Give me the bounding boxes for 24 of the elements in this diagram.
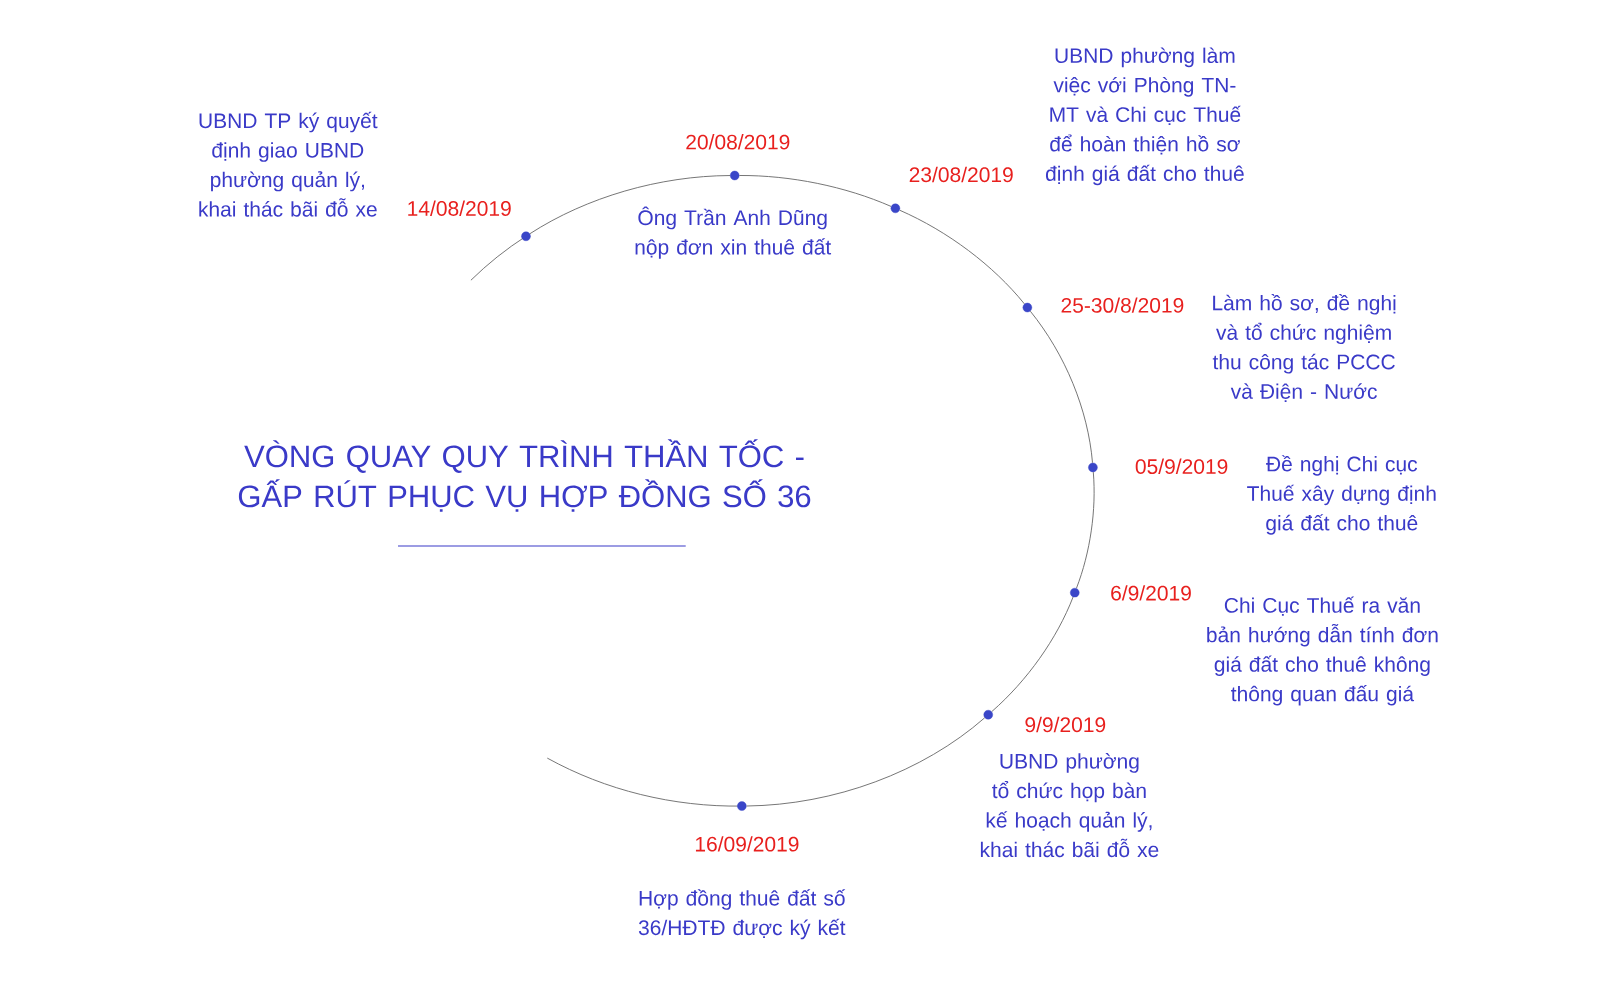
- cycle-arc: [529, 175, 731, 235]
- event-description: Hợp đồng thuê đất số 36/HĐTĐ được ký kết: [638, 889, 846, 940]
- cycle-arc: [899, 209, 1025, 305]
- cycle-arc: [1029, 310, 1093, 464]
- event-description: Chi Cục Thuế ra văn bản hướng dẫn tính đơn giá đất cho thuê không thông quan đấu giá: [1207, 596, 1438, 706]
- event-description: UBND phường làm việc với Phòng TN-MT và Chi cục Thuế để hoàn thiện hồ sơ định giá đất cho thuê: [1045, 47, 1244, 186]
- event-description: UBND TP ký quyết định giao UBND phường quản lý, khai thác bãi đỗ xe: [199, 111, 378, 217]
- date-label: 6/9/2019: [1111, 585, 1191, 601]
- date-label: 9/9/2019: [1025, 716, 1106, 733]
- cycle-arc: [746, 717, 986, 807]
- title: VÒNG QUAY QUY TRÌNH THẦN TỐC - GẤP RÚT PHỤC VỤ HỢP ĐỒNG SỐ 36: [238, 439, 811, 512]
- date-label: 23/08/2019: [909, 166, 1013, 183]
- event-description: Đề nghị Chi cục Thuế xây dựng định giá đất cho thuê: [1247, 455, 1436, 535]
- cycle-arc: [1076, 471, 1095, 589]
- date-label: 25-30/8/2019: [1061, 297, 1184, 313]
- date-label: 05/9/2019: [1135, 458, 1228, 474]
- cycle-arc: [738, 175, 892, 207]
- event-description: UBND phường tổ chức họp bàn kế hoạch quản lý, khai thác bãi đỗ xe: [980, 753, 1159, 858]
- event-description: Làm hồ sơ, đề nghị và tổ chức nghiệm thu công tác PCCC và Điện - Nước: [1212, 294, 1396, 402]
- date-label: 16/09/2019: [695, 836, 799, 852]
- date-label: 14/08/2019: [408, 200, 511, 216]
- cycle-arc: [991, 596, 1074, 713]
- date-label: 20/08/2019: [686, 134, 790, 150]
- event-description: Ông Trần Anh Dũng nộp đơn xin thuê đất: [635, 206, 832, 259]
